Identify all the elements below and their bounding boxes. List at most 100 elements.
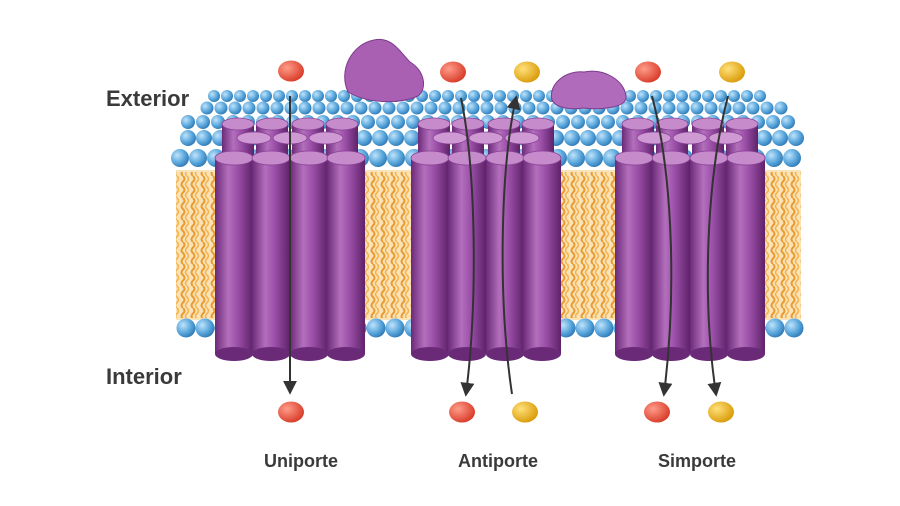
phospholipid-head-top	[368, 101, 382, 115]
protein-helix-bottom	[327, 347, 365, 361]
phospholipid-head-top	[676, 101, 690, 115]
protein-helix-top	[485, 150, 525, 166]
phospholipid-head-top	[468, 90, 480, 102]
protein-helix-bottom	[252, 347, 290, 361]
transporter-proteins	[214, 117, 766, 361]
phospholipid-head-top	[580, 130, 596, 146]
phospholipid-head-top	[376, 115, 390, 129]
antiporte-yellow-molecule-interior	[512, 401, 538, 423]
phospholipid-head-top	[340, 101, 354, 115]
protein-helix-top	[410, 150, 450, 166]
phospholipid-head-top	[200, 101, 214, 115]
phospholipid-head-top	[533, 90, 545, 102]
antiporte-red-molecule-interior	[449, 401, 475, 423]
protein-helix-top	[325, 117, 359, 131]
protein-helix	[327, 158, 365, 354]
phospholipid-head-bottom	[385, 318, 405, 338]
uniporte-molecule-interior	[278, 401, 304, 423]
protein-helix-bottom	[690, 347, 728, 361]
protein-helix-top	[672, 131, 708, 145]
phospholipid-head-top	[424, 101, 438, 115]
protein-helix-top	[621, 117, 655, 131]
caption-antiporte: Antiporte	[458, 451, 538, 471]
phospholipid-head-top	[596, 130, 612, 146]
phospholipid-head-top	[260, 90, 272, 102]
phospholipid-head-top	[783, 149, 801, 167]
protein-helix-top	[636, 131, 672, 145]
caption-simporte: Simporte	[657, 451, 736, 471]
phospholipid-head-top	[312, 90, 324, 102]
protein-helix-top	[504, 131, 540, 145]
phospholipid-head-top	[369, 149, 387, 167]
protein-helix-bottom	[448, 347, 486, 361]
protein-helix-top	[691, 117, 725, 131]
phospholipid-head-top	[536, 101, 550, 115]
phospholipid-head-top	[312, 101, 326, 115]
phospholipid-head-bottom	[556, 318, 576, 338]
phospholipid-head-bottom	[575, 318, 595, 338]
protein-helix-bottom	[486, 347, 524, 361]
phospholipid-head-top	[299, 90, 311, 102]
protein-helix-bottom	[652, 347, 690, 361]
protein-helix-top	[521, 117, 555, 131]
phospholipid-head-top	[221, 90, 233, 102]
protein-helix	[523, 158, 561, 354]
transporter-antiporte	[410, 117, 562, 361]
phospholipid-head-top	[585, 149, 603, 167]
exterior-label: Exterior	[106, 86, 190, 111]
protein-helix-top	[725, 117, 759, 131]
simporte-yellow-molecule-exterior	[719, 61, 745, 83]
phospholipid-head-top	[637, 90, 649, 102]
simporte-red-molecule-exterior	[635, 61, 661, 83]
protein-helix-top	[308, 131, 344, 145]
phospholipid-head-top	[326, 101, 340, 115]
protein-helix	[290, 158, 328, 354]
surface-protein-center	[550, 70, 627, 110]
phospholipid-head-top	[196, 130, 212, 146]
phospholipid-head-top	[704, 101, 718, 115]
protein-helix-top	[221, 117, 255, 131]
phospholipid-head-bottom	[594, 318, 614, 338]
phospholipid-head-top	[689, 90, 701, 102]
protein-helix-top	[326, 150, 366, 166]
protein-helix-top	[522, 150, 562, 166]
phospholipid-head-top	[234, 90, 246, 102]
protein-helix-top	[655, 117, 689, 131]
phospholipid-head-top	[754, 90, 766, 102]
transport-arrows	[283, 95, 729, 397]
uniporte-molecule-exterior	[278, 60, 304, 82]
phospholipid-head-top	[256, 101, 270, 115]
protein-helix	[727, 158, 765, 354]
phospholipid-head-top	[522, 101, 536, 115]
phospholipid-head-top	[181, 115, 195, 129]
phospholipid-head-top	[242, 101, 256, 115]
protein-helix-top	[289, 150, 329, 166]
phospholipid-head-top	[196, 115, 210, 129]
phospholipid-head-top	[171, 149, 189, 167]
simporte-yellow-molecule-interior	[708, 401, 734, 423]
phospholipid-head-top	[781, 115, 795, 129]
phospholipid-head-top	[338, 90, 350, 102]
simporte-arrow-yellow	[706, 95, 729, 397]
surface-proteins	[344, 38, 627, 110]
phospholipid-head-top	[354, 101, 368, 115]
phospholipid-head-top	[741, 90, 753, 102]
phospholipid-head-top	[387, 149, 405, 167]
phospholipid-head-top	[455, 90, 467, 102]
phospholipid-head-top	[494, 101, 508, 115]
phospholipid-head-top	[620, 101, 634, 115]
phospholipid-head-top	[746, 101, 760, 115]
phospholipid-head-bottom	[765, 318, 785, 338]
phospholipid-head-top	[247, 90, 259, 102]
protein-helix	[215, 158, 253, 354]
simporte-red-molecule-interior	[644, 401, 670, 423]
phospholipid-head-top	[372, 130, 388, 146]
phospholipid-head-top	[442, 90, 454, 102]
phospholipid-head-top	[766, 115, 780, 129]
phospholipid-head-top	[189, 149, 207, 167]
phospholipid-head-top	[410, 101, 424, 115]
phospholipid-head-top	[732, 101, 746, 115]
phospholipid-head-top	[690, 101, 704, 115]
phospholipid-head-top	[520, 90, 532, 102]
